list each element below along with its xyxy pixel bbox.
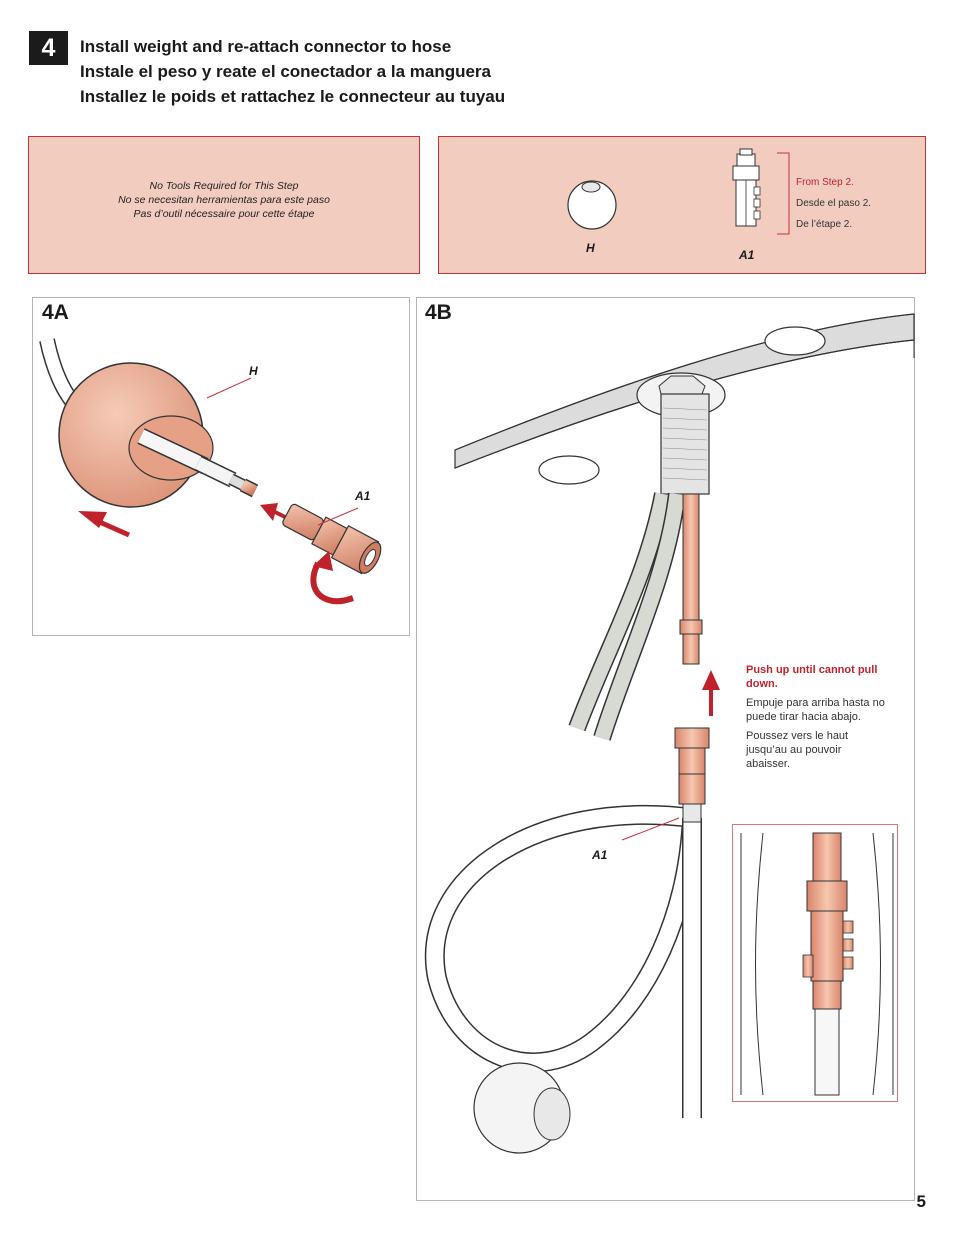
panel-4b-label: 4B (425, 301, 452, 324)
step-title-es: Instale el peso y reate el conectador a … (80, 62, 492, 81)
step-title-fr: Installez le poids et rattachez le conne… (80, 87, 506, 106)
panel-4a: 4A H A1 (32, 297, 410, 636)
callout-a1-4b: A1 (592, 848, 608, 862)
tools-note-en: No Tools Required for This Step (149, 180, 299, 192)
instruction-en: Push up until cannot pull down. (746, 664, 878, 690)
illustration-4b (425, 313, 915, 1154)
instruction-es: Empuje para arriba hasta no puede tirar … (746, 697, 885, 723)
from-step-es: Desde el paso 2. (796, 198, 872, 209)
callout-a1-4a: A1 (355, 489, 371, 503)
part-label-h: H (586, 241, 595, 255)
detail-inset-illustration (740, 832, 894, 1096)
tools-required-box: No Tools Required for This Step No se ne… (28, 136, 420, 274)
step-title-en: Install weight and re-attach connector t… (80, 37, 452, 56)
quick-connector-icon (732, 148, 761, 227)
page-number: 5 (916, 1192, 926, 1211)
tools-note-fr: Pas d’outil nécessaire pour cette étape (133, 208, 315, 220)
part-label-a1: A1 (739, 248, 755, 262)
detail-inset (732, 824, 898, 1102)
parts-box: H A1 From Step 2. Desde el paso 2. De l’… (438, 136, 926, 274)
tools-note: No Tools Required for This Step No se ne… (29, 179, 419, 221)
instruction-fr: Poussez vers le haut jusqu’au au pouvoir… (746, 730, 849, 770)
panel-4a-label: 4A (42, 301, 69, 324)
illustration-4a (39, 338, 382, 605)
tools-note-es: No se necesitan herramientas para este p… (118, 194, 330, 206)
parts-illustration (567, 148, 790, 235)
step-number-badge: 4 (29, 31, 68, 65)
weight-ball-icon (567, 180, 617, 230)
push-up-instructions: Push up until cannot pull down. Empuje p… (746, 663, 886, 776)
from-step-note: From Step 2. Desde el paso 2. De l’étape… (796, 172, 871, 235)
from-step-en: From Step 2. (796, 177, 854, 188)
callout-h: H (249, 364, 258, 378)
from-step-fr: De l’étape 2. (796, 219, 853, 230)
